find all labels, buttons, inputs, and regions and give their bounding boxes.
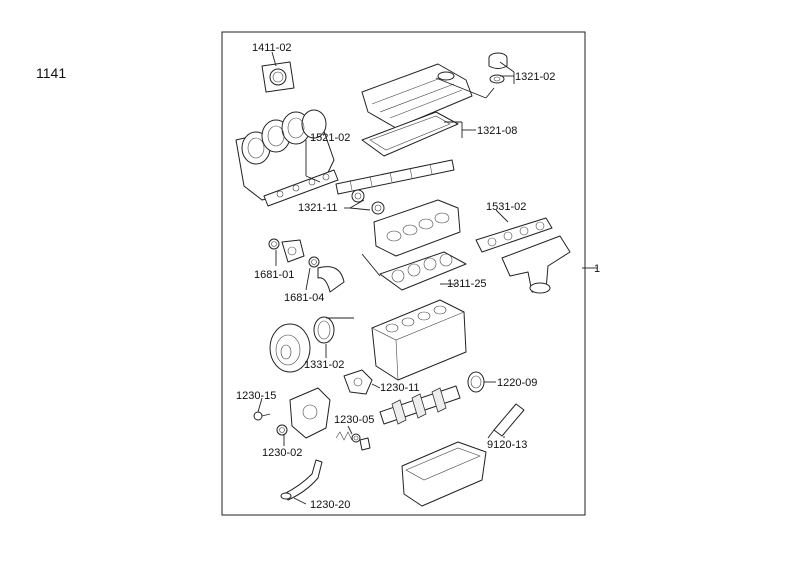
part-label-1521-02: 1521-02 [310, 132, 350, 144]
part-label-1230-11: 1230-11 [380, 382, 420, 394]
cylinder-head-gasket [379, 251, 467, 291]
part-label-1230-20: 1230-20 [310, 499, 350, 511]
part-label-1331-02: 1331-02 [304, 359, 344, 371]
part-label-1411-02: 1411-02 [252, 42, 292, 54]
part-label-1311-25: 1311-25 [447, 278, 487, 290]
exhaust-manifold [501, 235, 571, 294]
part-label-1681-01: 1681-01 [254, 269, 294, 281]
assembly-frame [221, 31, 586, 516]
part-label-1230-02: 1230-02 [262, 447, 302, 459]
part-label-1321-02: 1321-02 [515, 71, 555, 83]
cylinder-head [373, 199, 461, 257]
thermostat-housing [281, 239, 305, 263]
part-label-1681-04: 1681-04 [284, 292, 324, 304]
oil-pump-gasket [343, 369, 373, 395]
part-label-1321-08: 1321-08 [477, 125, 517, 137]
part-labels: 1411-02 1321-02 1521-02 1321-08 1321-11 … [236, 42, 555, 511]
oil-pump-seal [276, 424, 288, 436]
engine-block [371, 299, 467, 381]
oil-filler-cap [488, 52, 508, 69]
relief-valve-washer [351, 433, 361, 443]
part-label-1230-15: 1230-15 [236, 390, 276, 402]
thermostat-gasket [308, 256, 345, 293]
camshaft-seal-lower [371, 201, 385, 215]
assembly-label: 1 [594, 263, 600, 275]
camshaft-seal-upper [351, 189, 365, 203]
part-label-9120-13: 9120-13 [487, 439, 527, 451]
relief-valve-plug [359, 437, 371, 451]
filler-cap-seal [489, 74, 505, 84]
relief-valve-spring [335, 431, 353, 441]
part-label-1531-02: 1531-02 [486, 201, 526, 213]
intake-manifold-gasket [263, 169, 339, 207]
oil-pump [289, 387, 331, 439]
leader-lines [257, 51, 585, 505]
rear-crank-seal [467, 371, 485, 393]
crankshaft-pulley [269, 323, 311, 373]
throttle-body-gasket [261, 61, 295, 93]
valve-cover [361, 63, 473, 129]
sealant-tube [487, 403, 525, 439]
part-label-1220-09: 1220-09 [497, 377, 537, 389]
part-label-1230-05: 1230-05 [334, 414, 374, 426]
exhaust-manifold-gasket [475, 217, 553, 253]
valve-cover-gasket [361, 111, 459, 157]
oil-pickup-tube [280, 459, 323, 501]
oil-pan [401, 441, 487, 507]
camshaft [335, 159, 455, 195]
diagram-number: 1141 [36, 65, 66, 81]
front-crank-seal [313, 316, 335, 344]
thermostat-seal [268, 238, 280, 250]
oil-pump-bolt [253, 411, 271, 421]
crankshaft [379, 385, 461, 425]
part-label-1321-11: 1321-11 [298, 202, 338, 214]
